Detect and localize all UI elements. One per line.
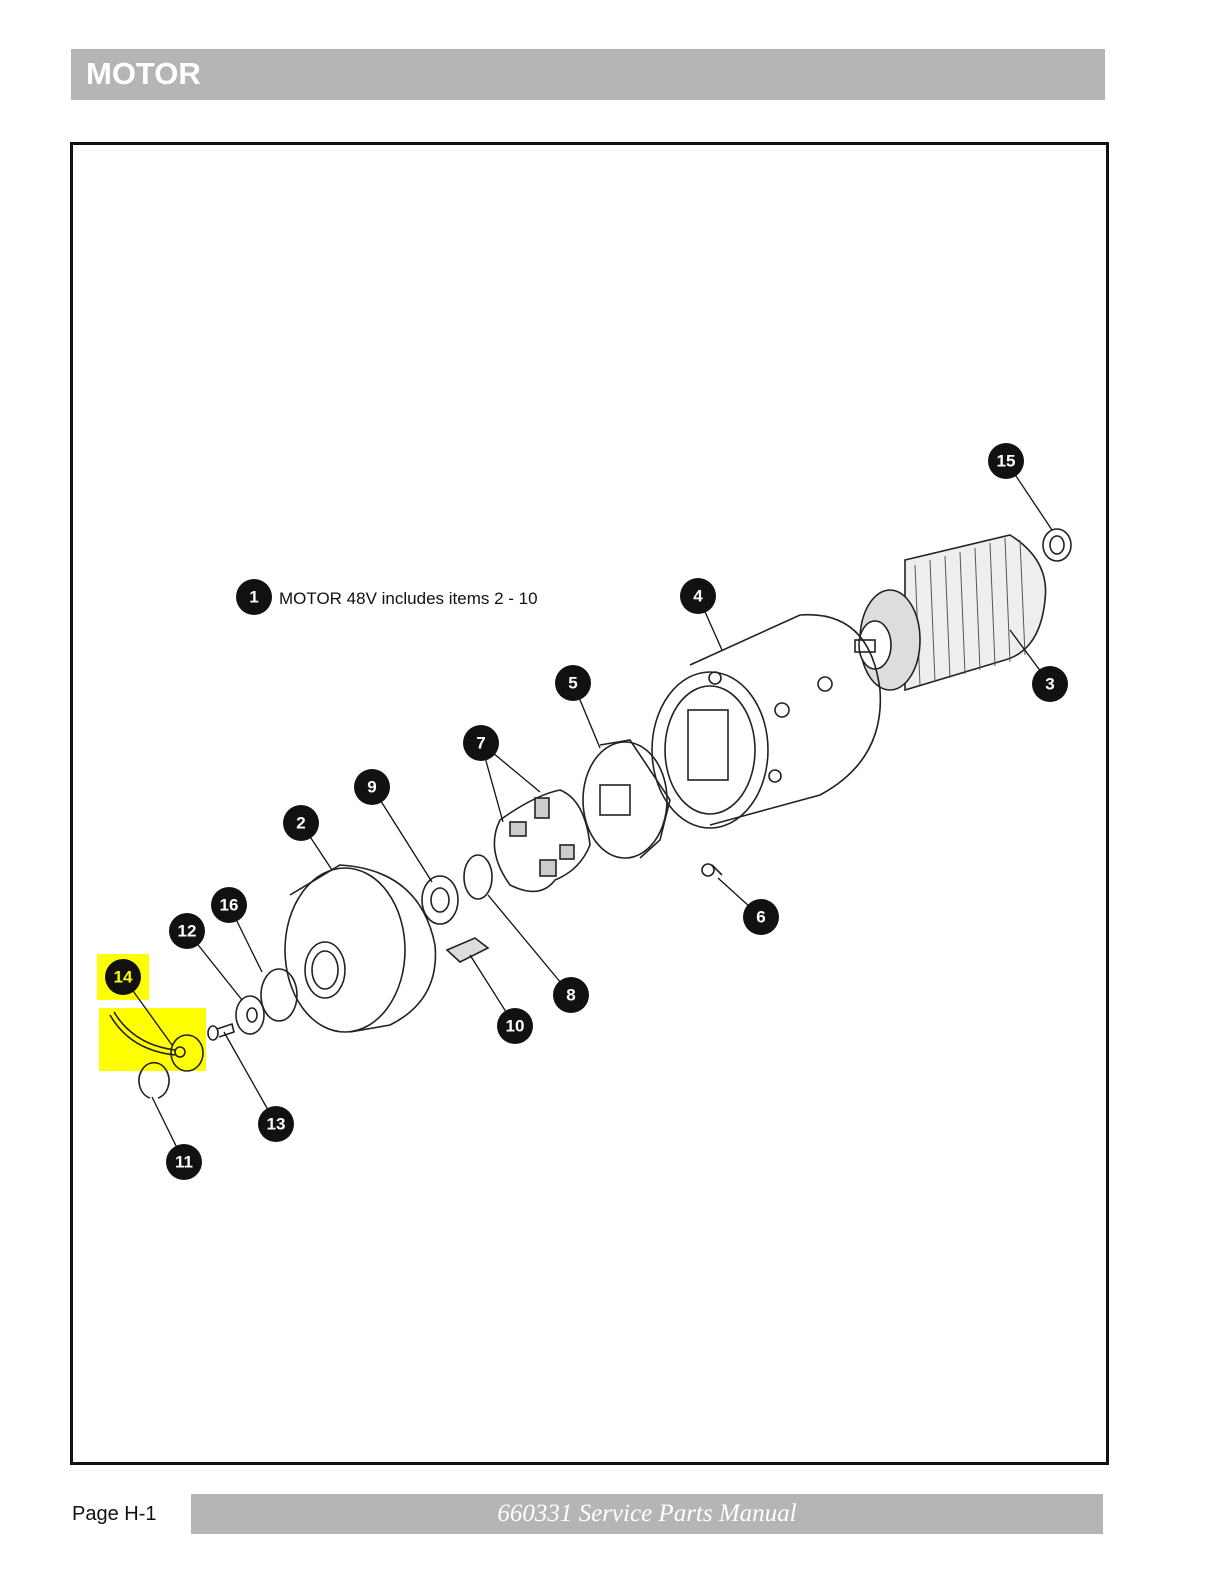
callout-label: 6 xyxy=(756,908,765,927)
callout-label: 14 xyxy=(114,968,133,987)
callout-circle xyxy=(166,1144,202,1180)
motor-note: 1 MOTOR 48V includes items 2 - 10 xyxy=(236,579,538,615)
callout-circle xyxy=(680,578,716,614)
page-number: Page H-1 xyxy=(72,1503,157,1525)
callout-12: 12 xyxy=(169,913,205,949)
terminal-6-part xyxy=(701,863,723,877)
callout-label: 10 xyxy=(506,1017,525,1036)
armature-part xyxy=(854,534,1047,692)
callout-label: 2 xyxy=(296,814,305,833)
snap-ring-8-part xyxy=(463,854,493,900)
brushes-part xyxy=(493,789,591,893)
callout-6: 6 xyxy=(743,899,779,935)
callout-7: 7 xyxy=(463,725,499,761)
callout-circle xyxy=(463,725,499,761)
callout-label: 7 xyxy=(476,734,485,753)
callout-label: 8 xyxy=(566,986,575,1005)
callout-circle xyxy=(497,1008,533,1044)
motor-housing-part xyxy=(651,613,882,829)
callout-11: 11 xyxy=(166,1144,202,1180)
callout-label: 12 xyxy=(178,922,197,941)
callout-label: 9 xyxy=(367,778,376,797)
section-title: MOTOR xyxy=(86,56,201,91)
callout-label: 4 xyxy=(693,587,703,606)
diagram-frame xyxy=(70,142,1109,1465)
disc-12-part xyxy=(235,995,265,1035)
callout-15: 15 xyxy=(988,443,1024,479)
callout-2: 2 xyxy=(283,805,319,841)
callout-circle xyxy=(354,769,390,805)
callout-3: 3 xyxy=(1032,666,1068,702)
callout-circle xyxy=(553,977,589,1013)
manual-title: 660331 Service Parts Manual xyxy=(497,1500,797,1527)
callout-circle xyxy=(105,959,141,995)
sensor-10-part xyxy=(445,937,490,963)
callout-circle xyxy=(169,913,205,949)
callout-circle xyxy=(283,805,319,841)
callout-14: 14 xyxy=(105,959,141,995)
end-cap-part xyxy=(284,864,437,1033)
callout-label: 5 xyxy=(568,674,577,693)
brush-plate-part xyxy=(582,739,671,859)
callout-label: 16 xyxy=(220,896,239,915)
callout-16: 16 xyxy=(211,887,247,923)
callout-circle xyxy=(211,887,247,923)
screw-13-part xyxy=(207,1022,235,1041)
callout-circle xyxy=(258,1106,294,1142)
callout-circle xyxy=(555,665,591,701)
callout-label: 3 xyxy=(1045,675,1054,694)
footer-bar: 660331 Service Parts Manual xyxy=(191,1494,1103,1534)
callout-circle xyxy=(743,899,779,935)
motor-note-text: MOTOR 48V includes items 2 - 10 xyxy=(279,589,538,608)
bearing-9-part xyxy=(421,875,459,925)
section-header: MOTOR xyxy=(71,49,1105,100)
callout-label: 13 xyxy=(267,1115,286,1134)
callout-circle xyxy=(988,443,1024,479)
callout-label: 15 xyxy=(997,452,1016,471)
callout-13: 13 xyxy=(258,1106,294,1142)
callout-5: 5 xyxy=(555,665,591,701)
bearing-15-part xyxy=(1042,528,1072,562)
callout-4: 4 xyxy=(680,578,716,614)
callout-1-label: 1 xyxy=(249,588,258,607)
callout-8: 8 xyxy=(553,977,589,1013)
o-ring-16-part xyxy=(260,968,298,1022)
callout-10: 10 xyxy=(497,1008,533,1044)
retaining-ring-11-part xyxy=(138,1061,170,1099)
callout-9: 9 xyxy=(354,769,390,805)
callout-label: 11 xyxy=(175,1153,193,1172)
callout-circle xyxy=(1032,666,1068,702)
speed-sensor-14-part xyxy=(109,1011,204,1072)
